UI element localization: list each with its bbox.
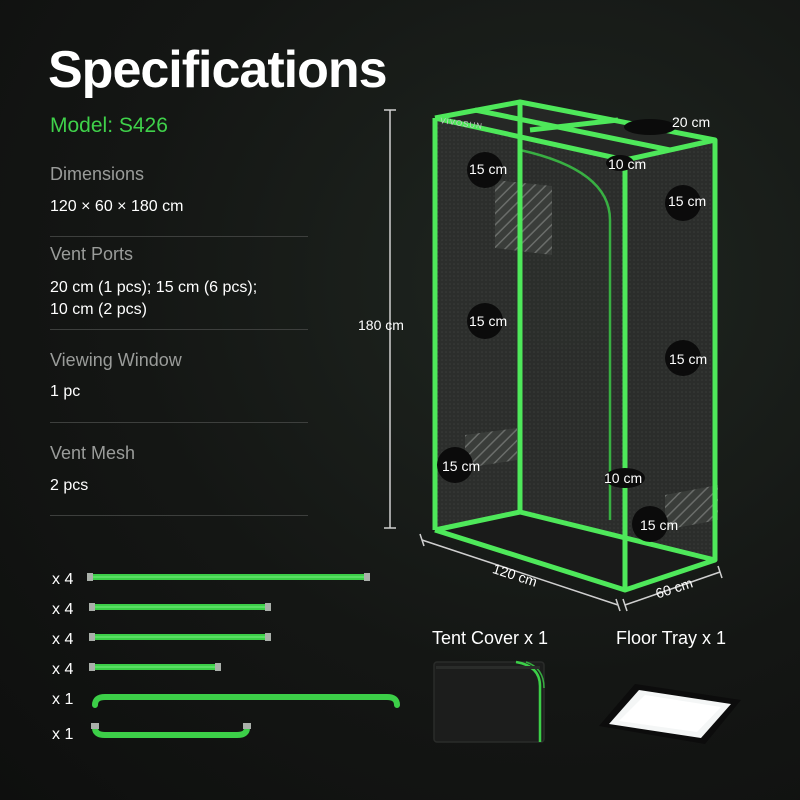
vent-label-15: 15 cm <box>469 313 508 329</box>
vent-port-15 <box>467 303 503 339</box>
height-dimension: 180 cm <box>358 317 404 333</box>
medium-pole <box>89 603 271 611</box>
door-zipper <box>519 148 612 520</box>
tent-floor <box>435 512 715 590</box>
grow-tent-illustration <box>432 99 718 593</box>
spec-label-viewing-window: Viewing Window <box>50 350 182 370</box>
short-pole <box>89 663 221 671</box>
vent-label-10: 10 cm <box>604 470 643 486</box>
vent-mesh <box>465 428 517 468</box>
spec-label-dimensions: Dimensions <box>50 164 145 184</box>
vent-label-15: 15 cm <box>469 161 508 177</box>
viewing-window <box>495 180 552 255</box>
part-qty: x 4 <box>52 631 74 648</box>
vent-port-15 <box>665 185 701 221</box>
vent-label-15: 15 cm <box>640 517 679 533</box>
tent-cover-caption: Tent Cover x 1 <box>432 628 549 648</box>
dimension-lines <box>384 109 723 612</box>
part-qty: x 4 <box>52 661 74 678</box>
vent-port-15 <box>437 447 473 483</box>
tent-frame <box>432 99 718 593</box>
spec-value-vent-mesh: 2 pcs <box>50 477 89 494</box>
spec-label-vent-mesh: Vent Mesh <box>50 443 136 463</box>
vent-label-10: 10 cm <box>608 156 647 172</box>
vent-port-15 <box>632 506 668 542</box>
vent-port-10-top <box>606 155 634 171</box>
model-name: Model: S426 <box>50 114 168 137</box>
page-title: Specifications <box>48 41 388 99</box>
short-curved-corner-pole <box>91 723 251 738</box>
part-qty: x 1 <box>52 691 74 708</box>
floor-tray-caption: Floor Tray x 1 <box>616 628 727 648</box>
spec-value-viewing-window: 1 pc <box>50 383 81 400</box>
vent-port-15 <box>467 152 503 188</box>
long-curved-corner-pole <box>92 694 400 708</box>
vent-port-20 <box>624 119 676 135</box>
medium-pole <box>89 633 271 641</box>
tent-cover-illustration <box>433 660 545 743</box>
frame-poles-illustration <box>87 573 400 738</box>
part-qty: x 4 <box>52 601 74 618</box>
vent-label-20: 20 cm <box>672 114 711 130</box>
spec-value-vent-ports: 20 cm (1 pcs); 15 cm (6 pcs); 10 cm (2 p… <box>50 279 258 318</box>
vent-mesh <box>665 485 718 530</box>
vent-port-10-side <box>605 468 645 488</box>
spec-divider <box>50 329 308 330</box>
spec-value-dimensions: 120 × 60 × 180 cm <box>50 198 184 215</box>
spec-divider <box>50 422 308 423</box>
part-qty: x 4 <box>52 571 74 588</box>
part-qty: x 1 <box>52 726 74 743</box>
spec-label-vent-ports: Vent Ports <box>50 244 134 264</box>
vent-label-15: 15 cm <box>669 351 708 367</box>
spec-divider <box>50 515 308 516</box>
vent-label-15: 15 cm <box>668 193 707 209</box>
floor-tray-illustration <box>599 684 741 744</box>
spec-divider <box>50 236 308 237</box>
vent-label-15: 15 cm <box>442 458 481 474</box>
tent-front <box>520 102 715 560</box>
long-pole <box>87 573 370 581</box>
vent-port-15 <box>665 340 701 376</box>
